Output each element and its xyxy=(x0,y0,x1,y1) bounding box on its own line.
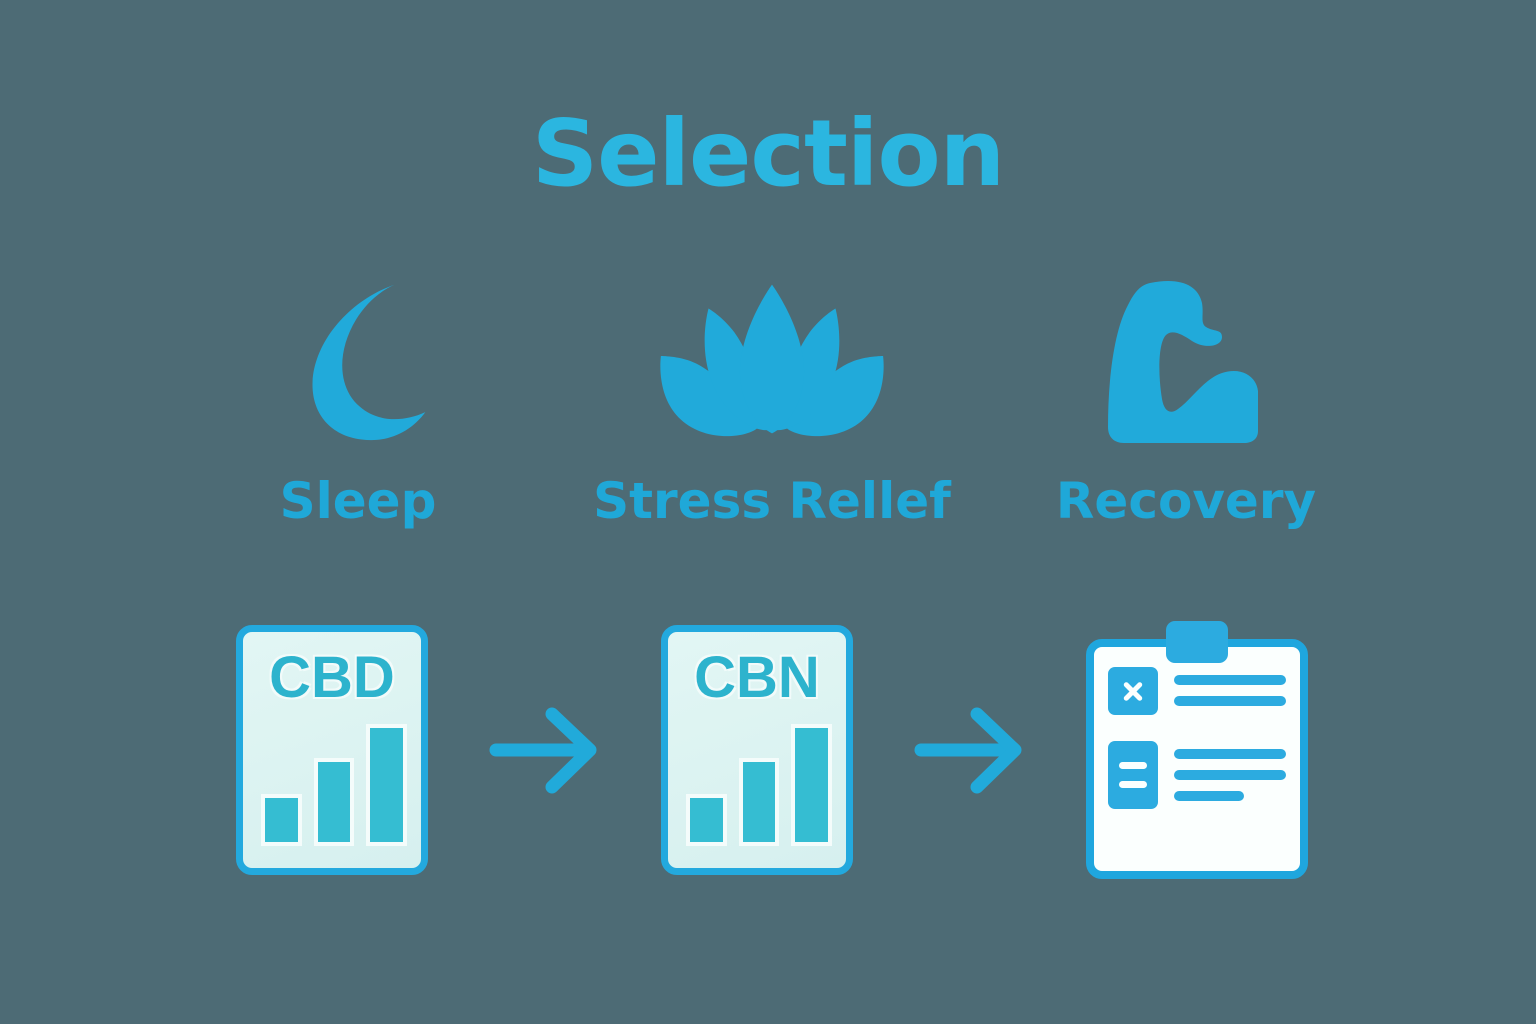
flexed-bicep-icon xyxy=(1100,272,1272,454)
bar-glyph xyxy=(1119,781,1147,788)
benefit-item-stress-relief: Stress Rellef xyxy=(582,272,962,526)
page-title: Selection xyxy=(531,100,1005,207)
bar-chart-icon xyxy=(686,724,833,846)
bar-high xyxy=(791,724,833,846)
compound-card-cbn[interactable]: CBN xyxy=(661,625,853,875)
text-line xyxy=(1174,675,1286,685)
benefit-label: Recovery xyxy=(1055,472,1317,530)
bar-glyph xyxy=(1119,762,1147,769)
equal-bars-icon xyxy=(1108,741,1158,809)
text-line xyxy=(1174,770,1286,780)
x-mark-icon xyxy=(1108,667,1158,715)
bar-low xyxy=(686,794,727,846)
benefits-row: Sleep xyxy=(168,272,1376,552)
clipboard-rows xyxy=(1108,667,1286,835)
clipboard-clip xyxy=(1166,621,1228,663)
clipboard-row xyxy=(1108,667,1286,715)
text-line xyxy=(1174,749,1286,759)
card-label: CBN xyxy=(694,645,820,710)
bar-medium xyxy=(313,758,355,846)
text-line xyxy=(1174,696,1286,706)
benefit-item-recovery: Recovery xyxy=(996,272,1376,526)
benefit-item-sleep: Sleep xyxy=(168,272,548,526)
clipboard-checklist-icon[interactable] xyxy=(1086,621,1308,879)
arrow-right-icon xyxy=(489,707,596,794)
bar-low xyxy=(261,794,302,846)
flow-row: CBD CBN xyxy=(236,615,1308,885)
text-line xyxy=(1174,791,1244,801)
benefit-label: Sleep xyxy=(279,472,437,530)
compound-card-cbd[interactable]: CBD xyxy=(236,625,428,875)
clipboard-text-lines xyxy=(1174,741,1286,801)
clipboard-text-lines xyxy=(1174,667,1286,706)
bar-medium xyxy=(738,758,780,846)
card-label: CBD xyxy=(269,645,395,710)
crescent-moon-icon xyxy=(267,272,449,454)
clipboard-row xyxy=(1108,741,1286,809)
arrow-right-icon xyxy=(914,707,1021,794)
lotus-flower-icon xyxy=(653,272,891,454)
bar-high xyxy=(366,724,408,846)
x-glyph xyxy=(1120,678,1146,704)
benefit-label: Stress Rellef xyxy=(593,472,951,530)
bar-chart-icon xyxy=(261,724,408,846)
